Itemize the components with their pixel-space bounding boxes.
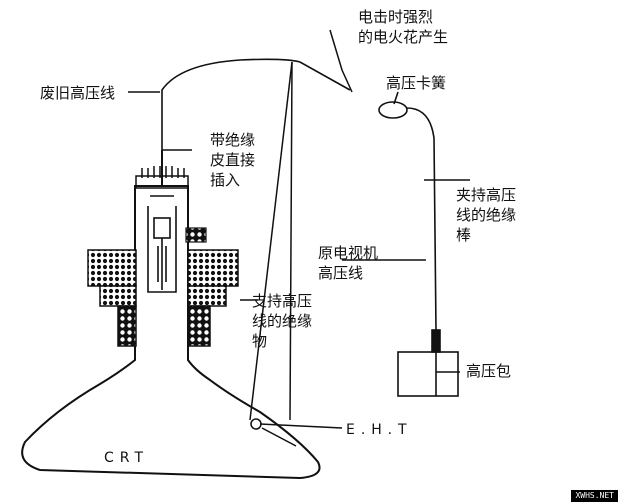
label-support-1: 支持高压: [252, 292, 312, 310]
flyback-transformer: [397, 329, 460, 397]
hv-clip: [378, 91, 437, 331]
crt-socket-pins: [135, 166, 189, 189]
label-insert-2: 皮直接: [210, 151, 255, 169]
label-insert-3: 插入: [210, 171, 240, 189]
label-support-3: 物: [252, 332, 267, 350]
spark-pointer: [329, 29, 353, 93]
label-eht: E.H.T: [346, 422, 413, 438]
old-hv-wire: [128, 58, 351, 151]
crt-tube: [21, 150, 321, 480]
label-orig-wire-2: 高压线: [318, 264, 363, 282]
watermark: XWHS.NET: [571, 490, 618, 502]
label-hold-rod-3: 棒: [456, 226, 471, 244]
label-support-2: 线的绝缘: [252, 312, 312, 330]
label-clip: 高压卡簧: [386, 74, 446, 92]
label-flyback: 高压包: [466, 362, 511, 380]
deflection-yoke-left: [87, 249, 137, 347]
eht-connector: [250, 418, 343, 447]
label-old-wire: 废旧高压线: [40, 84, 115, 102]
label-spark-1: 电击时强烈: [358, 8, 433, 26]
label-orig-wire-1: 原电视机: [318, 244, 378, 262]
label-crt: CRT: [104, 450, 149, 466]
hold-rod-leader: [342, 179, 470, 261]
deflection-yoke-right: [185, 227, 239, 347]
crt-neck-electrodes: [147, 195, 177, 293]
insulating-rod-left: [249, 61, 293, 421]
label-hold-rod-2: 线的绝缘: [456, 206, 516, 224]
label-spark-2: 的电火花产生: [358, 28, 448, 46]
label-hold-rod-1: 夹持高压: [456, 186, 516, 204]
label-insert-1: 带绝缘: [210, 131, 255, 149]
